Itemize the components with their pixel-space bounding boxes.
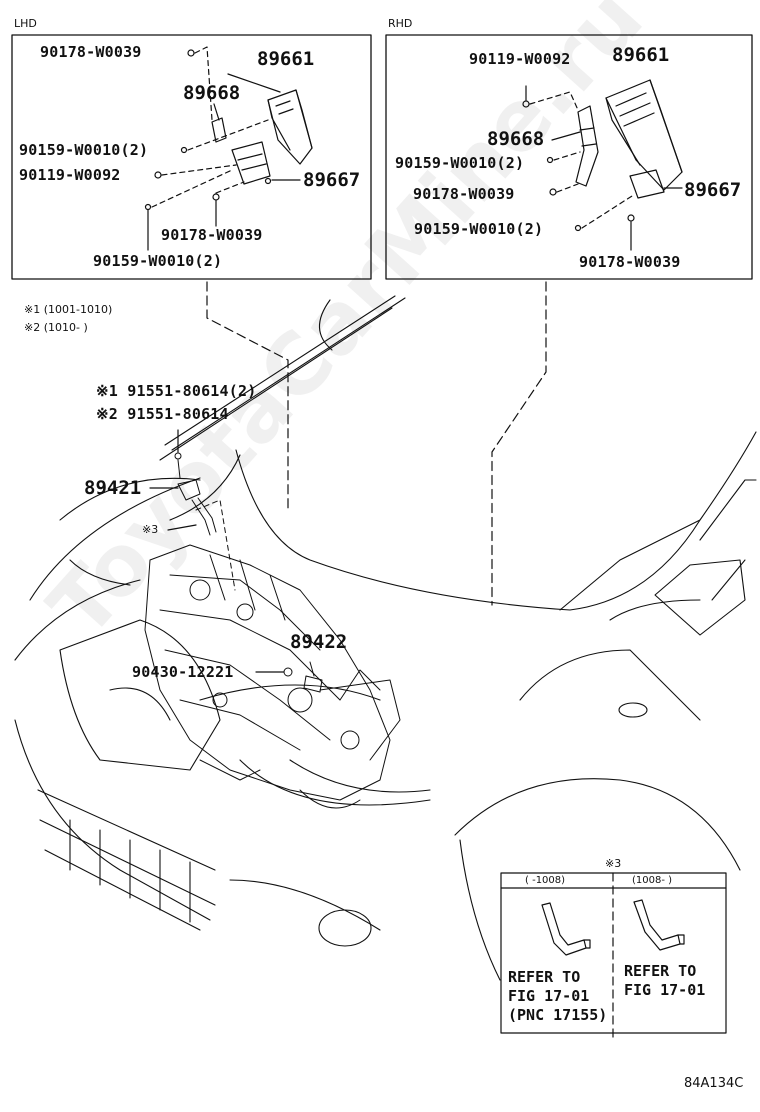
inset-box: [500, 872, 727, 1041]
engine-block: [144, 452, 401, 809]
rhd-label-90159-a: 90159-W0010(2): [395, 154, 525, 172]
inset-right-ref-line2: FIG 17-01: [624, 981, 706, 999]
label-91551-note1: ※1 91551-80614(2): [96, 382, 257, 400]
lhd-label-89667: 89667: [303, 169, 361, 191]
lhd-label-90119: 90119-W0092: [19, 166, 121, 184]
lhd-label-90178-bottom: 90178-W0039: [161, 226, 263, 244]
label-89422: 89422: [290, 631, 348, 653]
main-leaders: [149, 429, 285, 673]
label-90430: 90430-12221: [132, 663, 234, 681]
panel-leaders: [206, 281, 547, 606]
note-1: ※1 (1001-1010): [24, 303, 113, 316]
label-89421: 89421: [84, 477, 142, 499]
rhd-parts: [522, 79, 683, 251]
rhd-label-90159-b: 90159-W0010(2): [414, 220, 544, 238]
inset-left-ref-line2: FIG 17-01: [508, 987, 590, 1005]
lhd-panel-frame: [11, 34, 372, 280]
vehicle-body: [14, 295, 757, 981]
lhd-label-89668: 89668: [183, 82, 241, 104]
rhd-label-89668: 89668: [487, 128, 545, 150]
rhd-label-90119: 90119-W0092: [469, 50, 571, 68]
inset-left-ref-line1: REFER TO: [508, 968, 581, 986]
diagram-code: 84A134C: [684, 1076, 744, 1091]
rhd-panel-frame: [385, 34, 753, 280]
lhd-title: LHD: [14, 17, 37, 30]
inset-left-range: ( -1008): [525, 875, 566, 886]
inset-left-ref-line3: (PNC 17155): [508, 1006, 608, 1024]
rhd-label-89667: 89667: [684, 179, 742, 201]
note-2: ※2 (1010- ): [24, 321, 88, 334]
lhd-label-89661: 89661: [257, 48, 315, 70]
inset-title: ※3: [605, 857, 622, 870]
label-91551-note2: ※2 91551-80614: [96, 405, 229, 423]
rhd-label-89661: 89661: [612, 44, 670, 66]
inset-right-ref-line1: REFER TO: [624, 962, 697, 980]
rhd-label-90178-mid: 90178-W0039: [413, 185, 515, 203]
rhd-title: RHD: [388, 17, 413, 30]
lhd-label-90159-b: 90159-W0010(2): [93, 252, 223, 270]
lhd-label-90159-a: 90159-W0010(2): [19, 141, 149, 159]
label-note3: ※3: [142, 523, 159, 536]
inset-right-range: (1008- ): [632, 875, 673, 886]
lhd-label-90178-top: 90178-W0039: [40, 43, 142, 61]
lhd-parts: [144, 46, 313, 251]
rhd-label-90178-bottom: 90178-W0039: [579, 253, 681, 271]
